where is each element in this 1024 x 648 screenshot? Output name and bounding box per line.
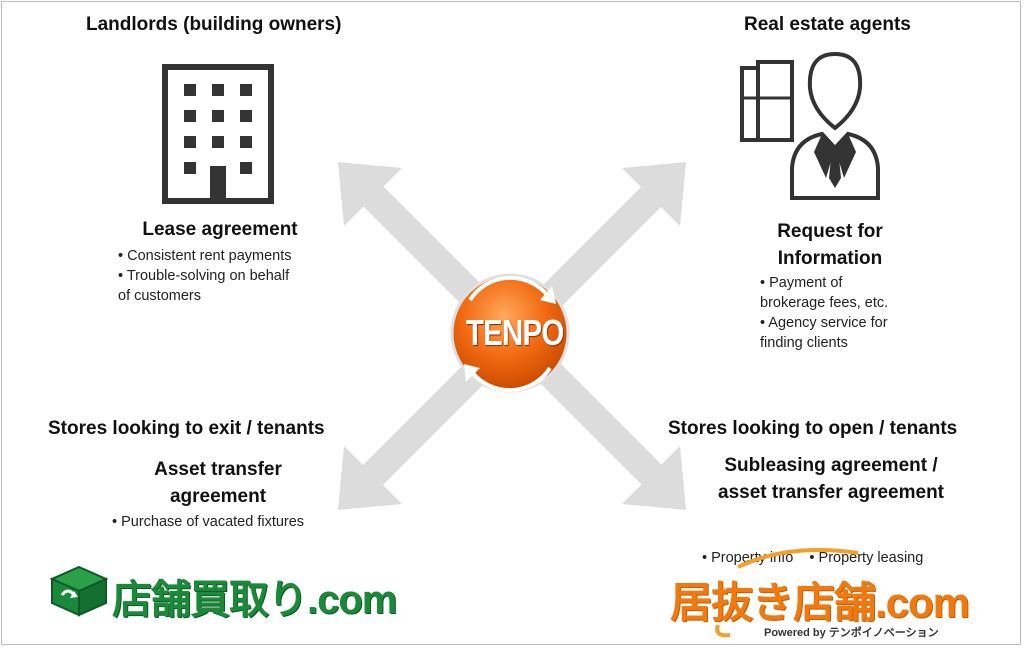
arrowhead-top-left (338, 162, 402, 226)
logo-left-text: 店舗買取り.com (112, 578, 397, 622)
exit-stores-agreement: Asset transfer agreement (118, 456, 318, 510)
open-stores-agreement: Subleasing agreement / asset transfer ag… (700, 452, 962, 506)
agents-bullets: • Payment of brokerage fees, etc. • Agen… (760, 273, 888, 353)
arrowhead-top-right (622, 162, 686, 226)
arrowhead-bottom-right (622, 446, 686, 510)
landlords-agreement: Lease agreement (142, 219, 298, 240)
logo-right-powered: Powered by テンポイノベーション (764, 627, 939, 639)
logo-right-text: 居抜き店舗.com (670, 579, 970, 626)
open-stores-title: Stores looking to open / tenants (668, 418, 958, 439)
agents-agreement-line-2: Information (777, 248, 883, 269)
tenpo-swoosh-bottom (470, 366, 552, 393)
open-stores-agreement-line-1: Subleasing agreement / (724, 455, 938, 476)
tenpo-swoosh-top-head (540, 286, 556, 304)
businessman-icon (740, 51, 880, 200)
exit-stores-agreement-line-2: agreement (169, 486, 267, 507)
landlords-bullet-3: of customers (118, 288, 201, 304)
open-stores-agreement-line-2: asset transfer agreement (718, 482, 944, 503)
orange-swoosh-icon (715, 548, 859, 638)
exit-stores-bullet-1: • Purchase of vacated fixtures (112, 514, 305, 530)
landlords-bullet-1: • Consistent rent payments (118, 248, 292, 264)
tenpo-swoosh-bottom-head (464, 364, 480, 382)
landlords-title: Landlords (building owners) (86, 14, 342, 35)
tenpo-label: TENPO (465, 312, 564, 353)
agents-agreement-line-1: Request for (777, 221, 883, 242)
building-icon (162, 64, 274, 204)
agents-bullet-2: brokerage fees, etc. (760, 295, 889, 311)
logo-inuki-tenpo[interactable]: 居抜き店舗.com Powered by テンポイノベーション (668, 545, 988, 640)
landlords-bullet-2: • Trouble-solving on behalf (118, 268, 290, 284)
tenpo-swoosh-top (468, 275, 550, 302)
agents-bullet-4: finding clients (760, 335, 848, 351)
agents-bullet-1: • Payment of (760, 275, 843, 291)
arrowhead-bottom-left (338, 446, 402, 510)
exit-stores-title: Stores looking to exit / tenants (48, 418, 325, 439)
agents-agreement: Request for Information (740, 218, 920, 272)
exit-stores-agreement-line-1: Asset transfer (154, 459, 282, 480)
agents-bullet-3: • Agency service for (760, 315, 888, 331)
box-recycle-icon (50, 565, 108, 617)
agents-title: Real estate agents (744, 14, 911, 35)
exit-stores-bullets: • Purchase of vacated fixtures (112, 512, 304, 532)
landlords-bullets: • Consistent rent payments • Trouble-sol… (118, 246, 292, 306)
